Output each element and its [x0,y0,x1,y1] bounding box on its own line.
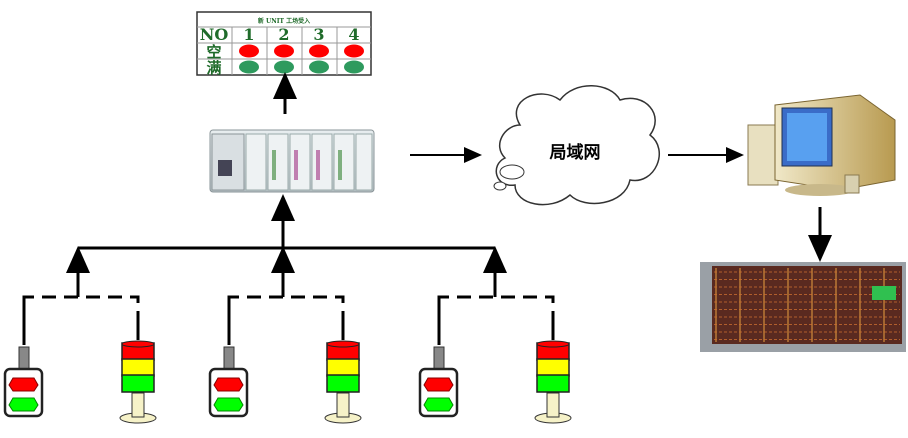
field-device-group [418,246,572,424]
plc-rack [209,129,375,193]
green-button [8,397,39,412]
panel-header-cell: 3 [313,25,324,44]
network-cloud: 局域网 [493,85,660,206]
display-board [700,262,906,352]
button-station [208,346,249,418]
stack-light [324,340,362,424]
signal-cable [22,295,140,345]
field-device-group [3,246,157,424]
network-label: 局域网 [550,142,601,163]
status-lamp [239,44,259,58]
status-lamp [309,60,329,74]
yellow-lamp [121,358,155,377]
status-lamp [239,60,259,74]
red-button [423,377,454,392]
status-lamp [344,44,364,58]
panel-header-cell: 1 [243,25,254,44]
status-panel: 新 UNIT 工场受入 NO 1 2 3 4 空满 [196,11,372,77]
panel-header-cell: 2 [278,25,289,44]
status-lamp [274,44,294,58]
red-button [8,377,39,392]
green-button [423,397,454,412]
status-lamp [344,60,364,74]
button-station [418,346,459,418]
field-bus [78,194,495,250]
yellow-lamp [326,358,360,377]
panel-header-cell: 4 [348,25,359,44]
status-lamp [309,44,329,58]
computer-icon [747,94,896,196]
green-lamp [536,374,570,393]
panel-header-cell: NO [200,25,229,44]
field-device-group [208,246,362,424]
stack-light [119,340,157,424]
stack-light [534,340,572,424]
signal-cable [227,295,345,345]
green-lamp [326,374,360,393]
green-lamp [121,374,155,393]
status-lamp [274,60,294,74]
panel-row-label: 满 [206,59,221,77]
panel-title: 新 UNIT 工场受入 [258,17,310,25]
panel-row-label: 空 [206,43,221,61]
yellow-lamp [536,358,570,377]
button-station [3,346,44,418]
red-button [213,377,244,392]
green-button [213,397,244,412]
signal-cable [437,295,555,345]
